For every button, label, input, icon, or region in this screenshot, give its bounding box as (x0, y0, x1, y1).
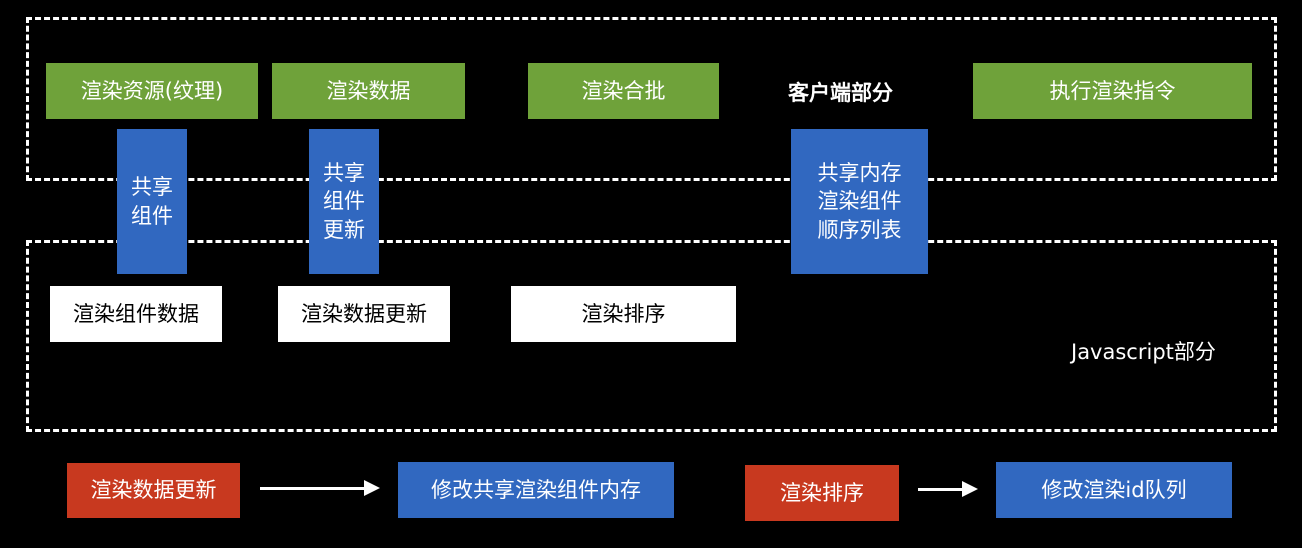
legend-memory-box: 修改共享渲染组件内存 (398, 462, 674, 518)
render-batch-label: 渲染合批 (581, 78, 666, 103)
data-update-box: 渲染数据更新 (278, 286, 450, 342)
execute-commands-box: 执行渲染指令 (973, 63, 1252, 119)
component-data-label: 渲染组件数据 (73, 301, 199, 326)
sort-box: 渲染排序 (511, 286, 736, 342)
shared-memory-label: 共享内存 渲染组件 顺序列表 (817, 160, 902, 242)
legend-memory-label: 修改共享渲染组件内存 (431, 477, 641, 502)
legend-update-box: 渲染数据更新 (67, 463, 240, 518)
legend-sort-box: 渲染排序 (745, 465, 899, 521)
render-data-label: 渲染数据 (326, 78, 411, 103)
render-resource-label: 渲染资源(纹理) (80, 78, 224, 103)
sort-label: 渲染排序 (581, 301, 666, 326)
javascript-frame (26, 240, 1277, 432)
execute-commands-label: 执行渲染指令 (1049, 78, 1176, 103)
shared-component-updates-box: 共享 组件 更新 (309, 129, 379, 274)
legend-sort-label: 渲染排序 (780, 480, 864, 505)
render-data-box: 渲染数据 (272, 63, 465, 119)
component-data-box: 渲染组件数据 (50, 286, 222, 342)
legend-sort-arrow (918, 481, 978, 497)
render-resource-box: 渲染资源(纹理) (46, 63, 258, 119)
client-frame (26, 17, 1277, 181)
render-batch-box: 渲染合批 (528, 63, 719, 119)
javascript-section-label: Javascript部分 (1071, 340, 1216, 364)
shared-components-box: 共享 组件 (117, 129, 187, 274)
legend-update-label: 渲染数据更新 (90, 478, 217, 503)
shared-component-updates-label: 共享 组件 更新 (323, 160, 365, 242)
legend-queue-label: 修改渲染id队列 (1041, 477, 1187, 502)
shared-memory-box: 共享内存 渲染组件 顺序列表 (791, 129, 928, 274)
legend-queue-box: 修改渲染id队列 (996, 462, 1232, 518)
data-update-label: 渲染数据更新 (301, 301, 427, 326)
shared-components-label: 共享 组件 (131, 175, 173, 228)
client-section-label: 客户端部分 (788, 81, 893, 105)
legend-update-arrow (260, 480, 380, 496)
